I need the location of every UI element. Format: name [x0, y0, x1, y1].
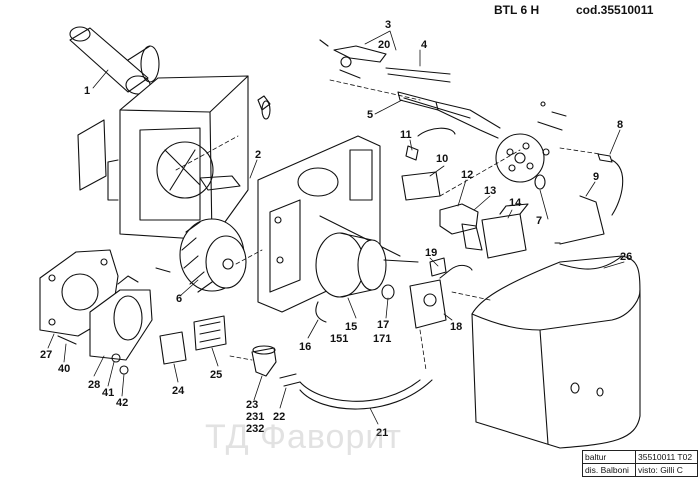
leader-lines [47, 30, 625, 425]
part-label-3: 3 [385, 19, 391, 31]
oil-pump [409, 279, 447, 329]
part-label-8: 8 [617, 119, 623, 131]
model-name: BTL 6 H [494, 3, 540, 17]
part-label-5: 5 [367, 109, 373, 121]
part-label-21: 21 [376, 427, 388, 439]
solenoid-cable [439, 264, 473, 279]
part-label-232: 232 [246, 423, 264, 435]
part-label-1: 1 [84, 85, 90, 97]
hose-1 [299, 379, 421, 402]
part-label-27: 27 [40, 349, 52, 361]
part-label-14: 14 [509, 197, 522, 209]
washer-41 [111, 353, 121, 363]
part-label-41: 41 [102, 387, 114, 399]
brand-name: baltur [583, 451, 636, 463]
bracket-13 [461, 223, 483, 251]
part-label-171: 171 [373, 333, 391, 345]
photocell [597, 153, 613, 163]
part-label-26: 26 [620, 251, 632, 263]
nozzle-head [495, 101, 567, 183]
flange-plate [77, 119, 107, 191]
part-label-17: 17 [377, 319, 389, 331]
fan-housing [107, 75, 249, 241]
part-label-28: 28 [88, 379, 100, 391]
mounting-flange [89, 267, 171, 361]
solenoid [429, 257, 447, 277]
hose-2 [299, 379, 433, 410]
drawn-by: dis. Balboni [583, 464, 636, 476]
part-label-9: 9 [593, 171, 599, 183]
oil-line [559, 195, 605, 245]
part-label-22: 22 [273, 411, 285, 423]
coupling [381, 284, 395, 300]
part-label-18: 18 [450, 321, 462, 333]
nut-42 [119, 365, 129, 375]
electrode-group [319, 39, 501, 139]
stud-40 [57, 335, 77, 345]
part-label-23: 23 [246, 399, 258, 411]
part-label-15: 15 [345, 321, 357, 333]
part-label-40: 40 [58, 363, 70, 375]
part-label-25: 25 [210, 369, 222, 381]
part-label-13: 13 [484, 185, 496, 197]
photocell-cable [611, 159, 624, 216]
sensor-11 [405, 145, 419, 161]
filter [251, 347, 277, 377]
washer [534, 174, 546, 190]
capacitor [159, 331, 187, 365]
part-label-19: 19 [425, 247, 437, 259]
fittings [279, 373, 301, 387]
part-label-42: 42 [116, 397, 128, 409]
drawing-number: 35510011 T02 [638, 452, 693, 462]
relay [401, 171, 441, 201]
terminal-block [439, 203, 479, 235]
motor-cable [315, 301, 327, 323]
part-numbers: 1 2 3 4 5 6 7 8 9 10 11 12 13 14 15 151 … [40, 19, 632, 439]
part-label-10: 10 [436, 153, 448, 165]
control-box [481, 213, 527, 259]
part-label-12: 12 [461, 169, 473, 181]
alignment-lines [175, 79, 601, 371]
part-label-20: 20 [378, 39, 390, 51]
burner-cover [471, 255, 641, 449]
part-label-4: 4 [421, 39, 428, 51]
part-label-24: 24 [172, 385, 185, 397]
blast-tube [69, 26, 160, 95]
cable-11 [417, 127, 456, 137]
motor [315, 232, 419, 298]
watermark: ТД Фаворит [205, 418, 402, 456]
drawing-code: cod.35510011 [576, 3, 654, 17]
air-damper-plate [199, 175, 241, 191]
part-label-151: 151 [330, 333, 348, 345]
part-label-16: 16 [299, 341, 311, 353]
part-label-7: 7 [536, 215, 542, 227]
fan-wheel [179, 218, 247, 293]
part-label-6: 6 [176, 293, 182, 305]
part-label-11: 11 [400, 129, 412, 141]
part-label-231: 231 [246, 411, 264, 423]
checked-by: visto: Gilli C [638, 465, 683, 475]
clip-ring [261, 100, 271, 120]
part-label-2: 2 [255, 149, 261, 161]
clip [257, 95, 271, 111]
connector [193, 315, 227, 351]
title-block: baltur 35510011 T02 dis. Balboni visto: … [582, 450, 698, 477]
